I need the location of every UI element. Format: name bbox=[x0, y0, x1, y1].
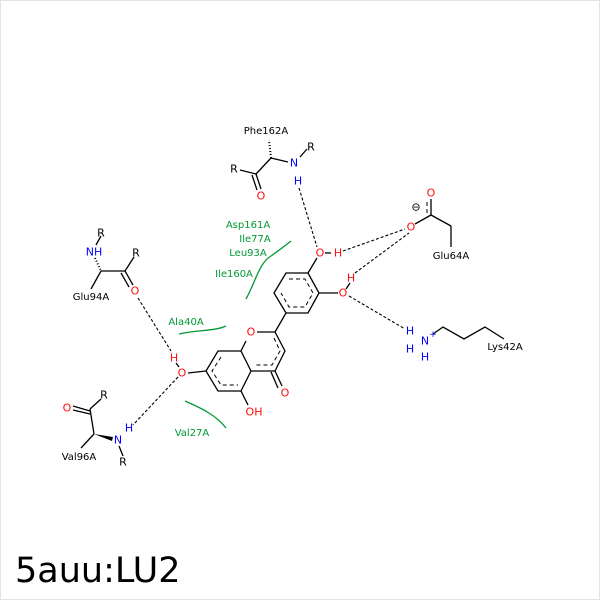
atom-h: H bbox=[294, 175, 302, 188]
bond-line bbox=[211, 356, 238, 386]
atom-h: H bbox=[406, 343, 414, 356]
atom-h: H bbox=[421, 351, 429, 364]
bond-line bbox=[94, 434, 113, 441]
atom-nh: NH bbox=[86, 246, 103, 259]
residue-label-val96a: Val96A bbox=[62, 452, 97, 463]
residue-label-glu64a: Glu64A bbox=[433, 251, 470, 262]
atom-h: H bbox=[406, 325, 414, 338]
atom-o4p: O bbox=[316, 247, 325, 260]
bond-line bbox=[118, 445, 124, 457]
atom-h3p: H bbox=[347, 272, 355, 285]
residue-label-val27a: Val27A bbox=[175, 428, 210, 439]
bond-line bbox=[239, 169, 257, 175]
bond-line bbox=[240, 390, 249, 406]
residue-lys42a: N + H H H Lys42A bbox=[406, 325, 523, 364]
atom-o3p: O bbox=[339, 287, 348, 300]
residue-label-lys42a: Lys42A bbox=[487, 342, 523, 353]
bond-line bbox=[274, 312, 287, 333]
bond-line bbox=[80, 433, 95, 449]
residue-glu94a: R NH R O Glu94A bbox=[73, 227, 140, 304]
atom-o: O bbox=[407, 221, 416, 234]
atom-r: R bbox=[230, 163, 238, 176]
atom-r: R bbox=[100, 389, 108, 402]
bond-line bbox=[205, 350, 252, 392]
residue-label-ile160a: Ile160A bbox=[215, 269, 253, 280]
residue-label-phe162a: Phe162A bbox=[244, 126, 289, 137]
hydrophobic-arc-val27 bbox=[184, 400, 227, 429]
hydrophobic-arc-upper bbox=[245, 240, 292, 300]
bond-line bbox=[430, 214, 452, 227]
positive-charge-icon: + bbox=[429, 330, 437, 340]
bond-line bbox=[414, 214, 432, 225]
bond-line bbox=[280, 278, 314, 308]
atom-oh5: OH bbox=[246, 406, 263, 419]
bond-line bbox=[268, 139, 272, 159]
residue-phe162a: Phe162A N H R R O bbox=[230, 126, 315, 203]
atom-r: R bbox=[132, 247, 140, 260]
bond-line bbox=[124, 270, 134, 286]
residue-label-glu94a: Glu94A bbox=[73, 292, 110, 303]
atom-r: R bbox=[119, 456, 127, 469]
residue-glu64a: O O ⊖ Glu64A bbox=[407, 187, 470, 263]
hbond-h4p-glu64 bbox=[342, 228, 406, 252]
hbond-o3p-lys42 bbox=[348, 295, 406, 330]
structure-title: 5auu:LU2 bbox=[15, 551, 181, 591]
residue-label-leu93a: Leu93A bbox=[229, 248, 267, 259]
atom-o: O bbox=[257, 190, 266, 203]
bond-line bbox=[274, 370, 283, 387]
bond-line bbox=[89, 408, 95, 435]
bond-line bbox=[94, 257, 102, 272]
bond-line bbox=[175, 362, 180, 368]
bond-line bbox=[95, 235, 102, 246]
atom-h: H bbox=[125, 422, 133, 435]
residue-label-ile77a: Ile77A bbox=[239, 234, 271, 245]
atom-o: O bbox=[63, 402, 72, 415]
bond-line bbox=[270, 371, 279, 389]
atom-o: O bbox=[427, 187, 436, 200]
bond-line bbox=[255, 157, 272, 175]
bond-line bbox=[120, 272, 130, 288]
hbond-h3p-glu64 bbox=[354, 232, 410, 274]
bond-line bbox=[307, 257, 318, 274]
hydrophobic-arc-ala40 bbox=[178, 325, 227, 335]
bond-line bbox=[299, 148, 308, 158]
atom-o7: O bbox=[178, 367, 187, 380]
atom-h4p: H bbox=[334, 247, 342, 260]
hbond-phe162-o4p bbox=[298, 187, 318, 248]
negative-charge-icon: ⊖ bbox=[411, 201, 420, 214]
bond-line bbox=[72, 409, 91, 415]
hbond-o7-val96 bbox=[132, 376, 179, 426]
hbond-glu94-h7 bbox=[137, 297, 172, 352]
bond-line bbox=[255, 173, 262, 190]
bond-line bbox=[124, 256, 135, 272]
bond-line bbox=[187, 370, 207, 374]
atom-n: N bbox=[290, 157, 298, 170]
bond-line bbox=[89, 398, 102, 410]
atom-h7: H bbox=[170, 352, 178, 365]
hydrogen-bonds bbox=[132, 187, 410, 426]
residue-label-ala40a: Ala40A bbox=[168, 317, 203, 328]
residue-label-asp161a: Asp161A bbox=[226, 220, 270, 231]
residue-val96a: O R N H R Val96A bbox=[62, 389, 133, 469]
bond-line bbox=[432, 326, 505, 340]
atom-o-keto: O bbox=[281, 387, 290, 400]
atom-n: N bbox=[114, 434, 122, 447]
atom-o-ring: O bbox=[247, 326, 256, 339]
bond-line bbox=[255, 337, 281, 366]
bond-line bbox=[345, 282, 351, 290]
atom-o: O bbox=[131, 285, 140, 298]
atom-n: N bbox=[421, 335, 429, 348]
ligand-luteolin: O O OH O H O H O H bbox=[170, 247, 355, 419]
bond-line bbox=[251, 174, 258, 191]
bond-line bbox=[72, 405, 91, 412]
bond-line bbox=[270, 157, 289, 163]
atom-r: R bbox=[307, 141, 315, 154]
atom-r: R bbox=[97, 227, 105, 240]
bond-line bbox=[90, 270, 102, 290]
